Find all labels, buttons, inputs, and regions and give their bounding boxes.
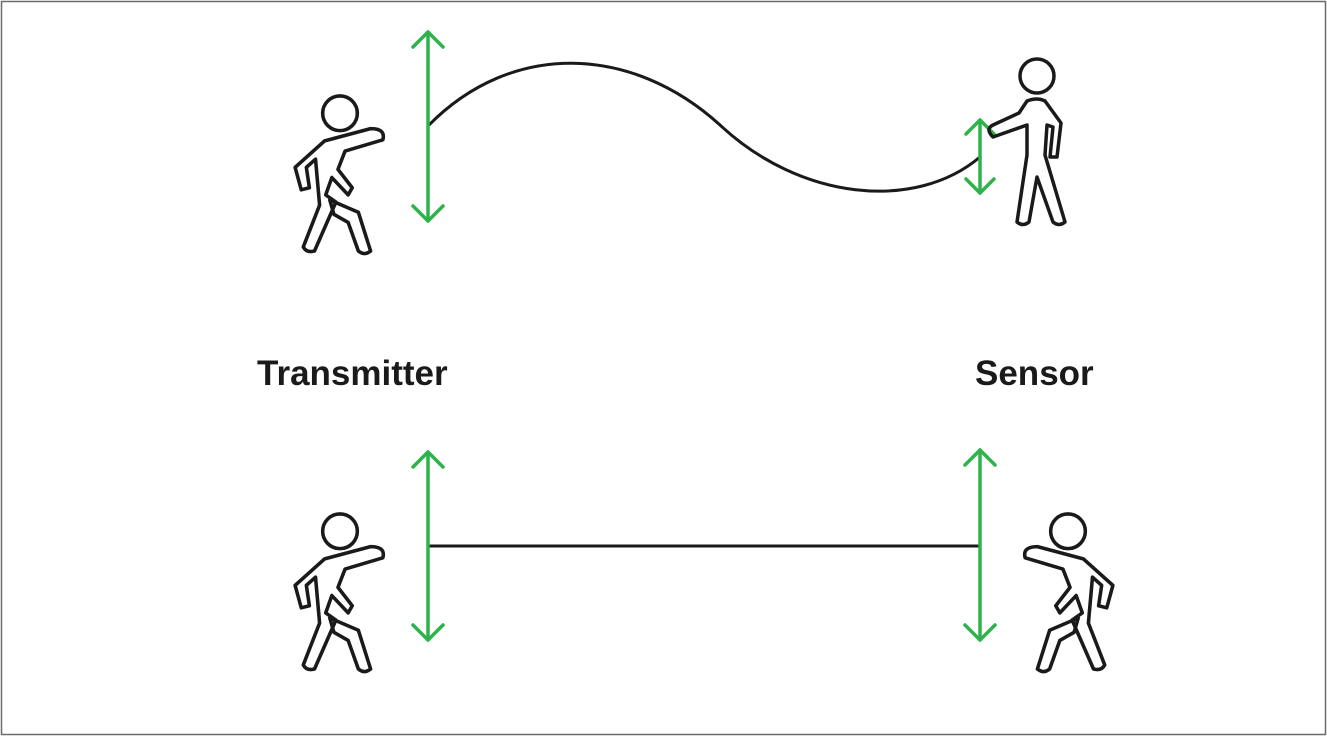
- arrow-icon: [411, 30, 445, 223]
- top-scenario: [293, 30, 1067, 256]
- person-icon: [293, 512, 386, 674]
- person-icon: [293, 94, 386, 256]
- transmitter-label: Transmitter: [257, 354, 448, 393]
- arrow-icon: [963, 448, 997, 642]
- person-icon: [987, 57, 1067, 227]
- wave-rope: [426, 61, 981, 193]
- arrow-icon: [411, 450, 445, 642]
- person-icon: [1025, 514, 1113, 672]
- bottom-scenario: [293, 448, 1113, 674]
- sensor-label: Sensor: [975, 354, 1094, 393]
